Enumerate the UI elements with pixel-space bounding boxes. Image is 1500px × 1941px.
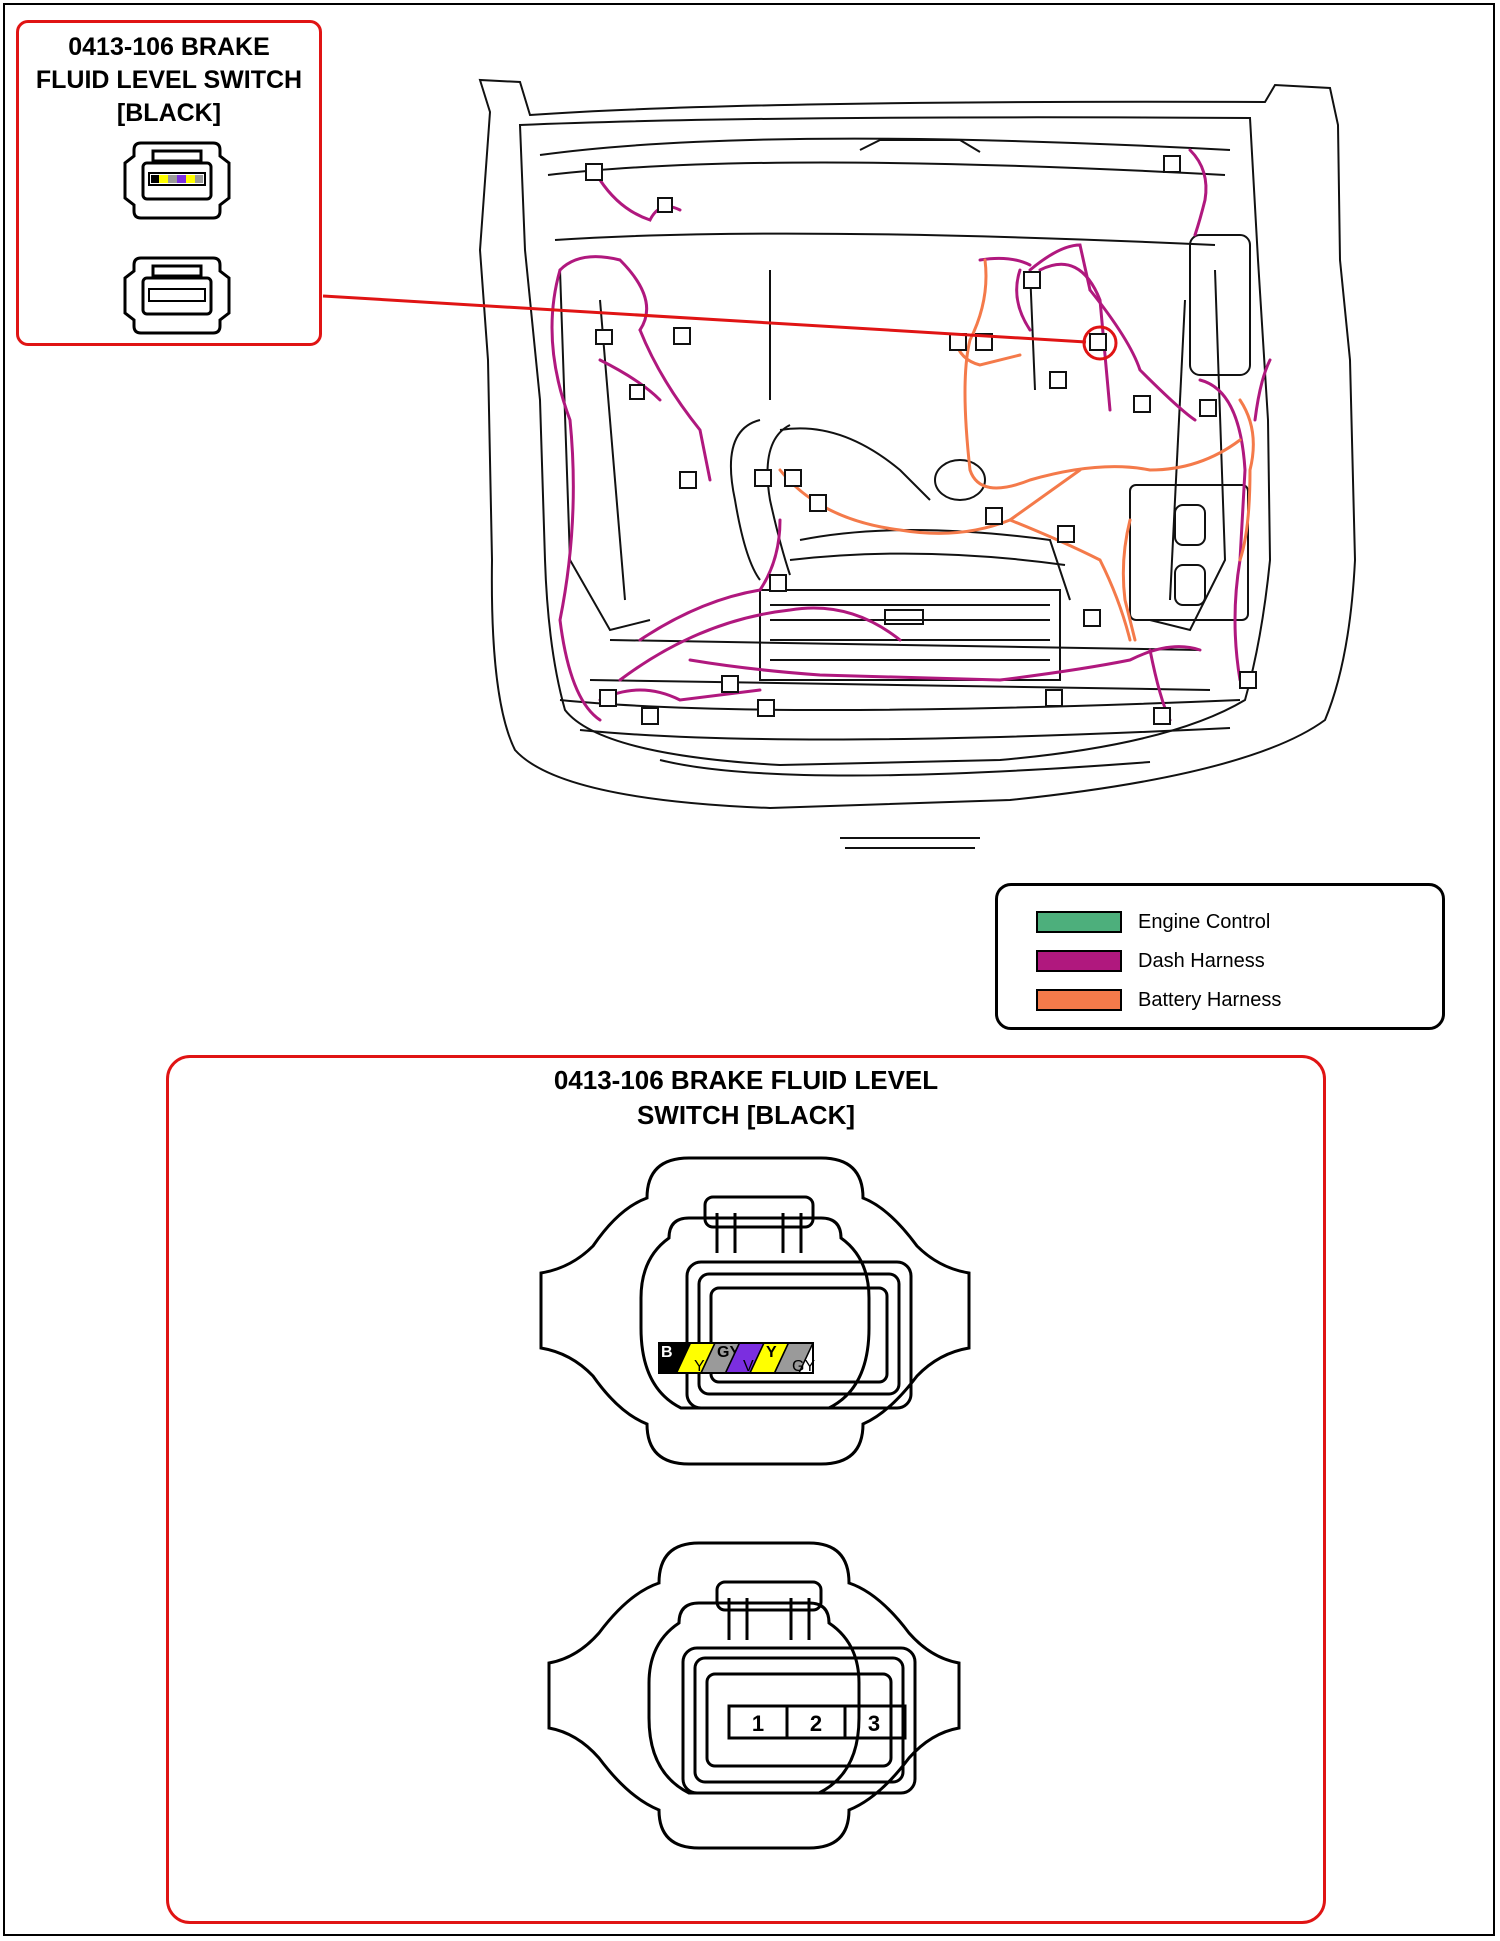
legend-item-engine-control: Engine Control — [1036, 910, 1270, 934]
wire-color-label: GY — [792, 1358, 815, 1375]
wire-color-label: B — [661, 1344, 673, 1361]
battery-harness-swatch — [1036, 989, 1122, 1011]
inset-connector-thumbnails — [123, 141, 231, 335]
wire-color-label: V — [743, 1358, 754, 1375]
pin-side-connector — [547, 1541, 961, 1850]
harness-legend: Engine Control Dash Harness Battery Harn… — [995, 883, 1445, 1030]
legend-item-dash-harness: Dash Harness — [1036, 949, 1265, 973]
legend-label: Battery Harness — [1138, 988, 1282, 1011]
detail-title: 0413-106 BRAKE FLUID LEVEL SWITCH [BLACK… — [553, 1065, 939, 1130]
wire-color-strip-border — [658, 1342, 814, 1374]
pin-3-label: 3 — [868, 1711, 880, 1736]
wire-side-connector — [539, 1156, 971, 1466]
connector-detail-panel: 0413-106 BRAKE FLUID LEVEL SWITCH [BLACK… — [166, 1055, 1326, 1924]
pin-1-label: 1 — [752, 1711, 764, 1736]
inset-title: 0413-106 BRAKE FLUID LEVEL SWITCH [BLACK… — [35, 33, 303, 127]
page-frame — [3, 3, 1495, 1936]
wire-color-label: Y — [766, 1344, 777, 1361]
wire-color-label: Y — [694, 1358, 705, 1375]
legend-label: Dash Harness — [1138, 949, 1265, 972]
legend-label: Engine Control — [1138, 910, 1271, 933]
pin-2-label: 2 — [810, 1711, 822, 1736]
connector-inset: 0413-106 BRAKE FLUID LEVEL SWITCH [BLACK… — [16, 20, 322, 346]
engine-control-swatch — [1036, 911, 1122, 933]
legend-item-battery-harness: Battery Harness — [1036, 988, 1281, 1012]
dash-harness-swatch — [1036, 950, 1122, 972]
